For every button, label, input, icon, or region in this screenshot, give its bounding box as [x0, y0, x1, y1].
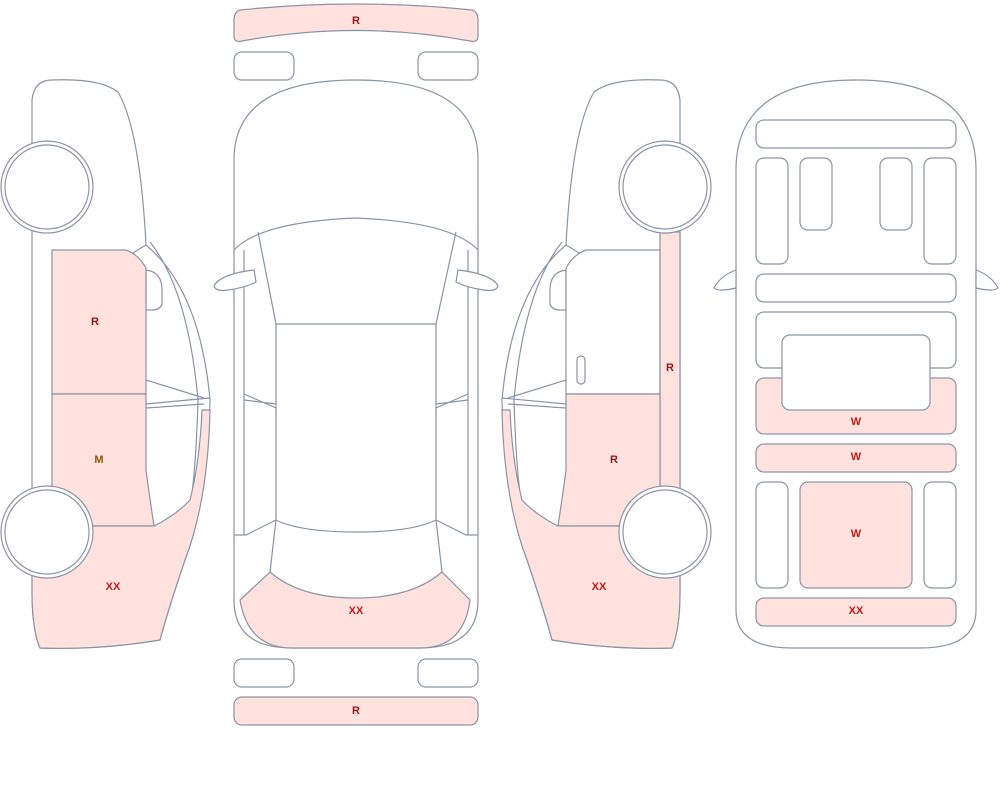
interior-floor-rear-label: W: [851, 416, 862, 428]
left-rear-quarter[interactable]: [31, 409, 211, 649]
left-window-lines: [145, 379, 211, 409]
interior-cargo[interactable]: [799, 481, 913, 589]
front-bumper[interactable]: [233, 3, 479, 43]
right-front-door: [565, 249, 661, 395]
top-rear-window: [269, 519, 443, 573]
interior-rear-left-panel: [755, 481, 789, 589]
interior-mirror-right: [975, 269, 999, 291]
top-mirror-left: [213, 269, 257, 292]
rear-bumper-label: R: [352, 705, 360, 717]
interior-console: [755, 273, 957, 303]
top-windshield: [257, 231, 457, 325]
interior-tail-label: XX: [849, 605, 864, 617]
top-roof: [275, 324, 437, 533]
interior-view: W W W XX: [713, 79, 999, 649]
interior-front-seat-left: [799, 157, 833, 231]
top-view: XX: [213, 79, 499, 649]
right-front-wheel-rim: [622, 144, 708, 230]
top-mirror-right: [455, 269, 499, 292]
right-door-handle: [576, 355, 586, 385]
taillight-left: [233, 658, 295, 688]
rear-bumper[interactable]: [233, 696, 479, 726]
headlight-left: [233, 51, 295, 81]
front-bumper-label: R: [352, 15, 360, 27]
left-rear-door-label: M: [94, 454, 103, 466]
interior-dash: [755, 119, 957, 149]
interior-seat-row[interactable]: [755, 443, 957, 473]
left-front-door-label: R: [91, 316, 99, 328]
right-rear-quarter[interactable]: [501, 409, 681, 649]
right-front-wheel: [618, 140, 712, 234]
interior-front-seat-right: [879, 157, 913, 231]
top-trunk-label: XX: [349, 605, 364, 617]
interior-seat-row-label: W: [851, 451, 862, 463]
left-rear-wheel-rim: [4, 489, 90, 575]
top-body: [233, 79, 479, 649]
interior-tail[interactable]: [755, 597, 957, 627]
left-rear-wheel: [0, 485, 94, 579]
right-rear-wheel-rim: [622, 489, 708, 575]
right-rear-wheel: [618, 485, 712, 579]
left-front-door[interactable]: [51, 249, 147, 395]
right-rear-door-label: R: [610, 454, 618, 466]
right-window-lines: [501, 379, 567, 409]
right-pillar-label: R: [666, 362, 674, 374]
interior-cargo-label: W: [851, 528, 862, 540]
left-mirror: [145, 269, 163, 311]
left-front-wheel-rim: [4, 144, 90, 230]
interior-mirror-left: [713, 269, 737, 291]
interior-rear-right-panel: [923, 481, 957, 589]
interior-rear-cushion: [781, 334, 931, 411]
top-side-lines: [234, 250, 478, 536]
left-front-wheel: [0, 140, 94, 234]
left-rear-quarter-label: XX: [106, 581, 121, 593]
taillight-right: [417, 658, 479, 688]
interior-front-left-door: [755, 157, 789, 265]
left-side-view: R M XX: [0, 79, 211, 649]
top-trunk[interactable]: [239, 571, 471, 649]
right-mirror: [549, 269, 567, 311]
interior-front-right-door: [923, 157, 957, 265]
right-side-view: R R XX: [501, 79, 712, 649]
right-rear-quarter-label: XX: [592, 581, 607, 593]
headlight-right: [417, 51, 479, 81]
